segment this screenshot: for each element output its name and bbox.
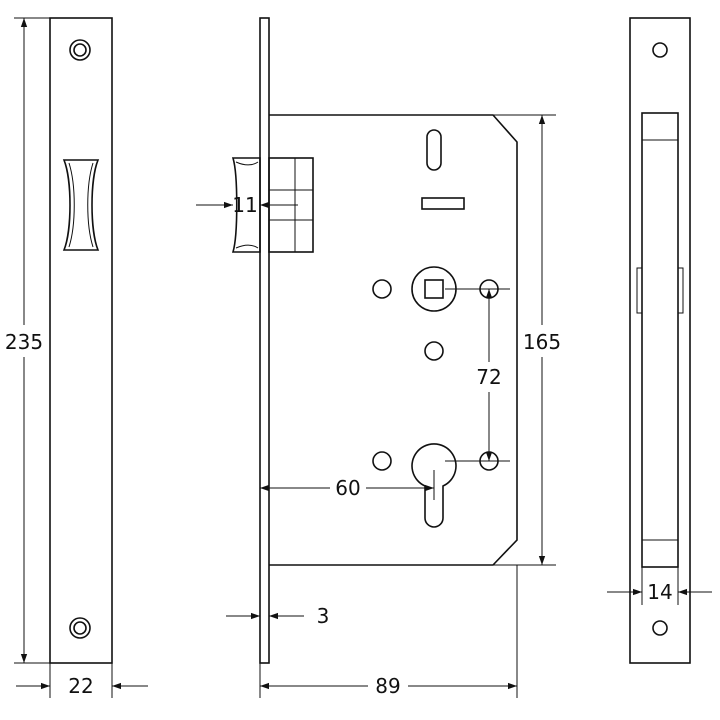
euro-cylinder-cutout [411,443,457,528]
dimension-faceplate-width: 22 [16,663,148,698]
hole-left-upper [372,279,392,299]
edge-case-body [636,112,684,568]
dimension-forend-thickness: 3 [226,604,329,628]
edge-plate-outline [629,17,691,664]
top-slot [426,129,442,171]
dimension-label-89: 89 [375,674,400,698]
hole-middle [424,341,444,361]
dimension-label-14: 14 [647,580,672,604]
faceplate-bottom-screw-hole [69,617,91,639]
dimension-faceplate-height: 235 [5,17,50,664]
dimension-label-72: 72 [476,365,501,389]
lock-body-side-view: 11 72 60 165 3 [196,17,561,698]
lock-edge-view: 14 [607,17,712,664]
dimension-label-11: 11 [232,193,257,217]
edge-bottom-screw-hole [652,620,668,636]
dimension-case-height: 165 [493,114,561,566]
dimension-case-depth: 89 [259,565,518,698]
hole-left-lower [372,451,392,471]
faceplate-outline [49,17,113,664]
dimension-label-22: 22 [68,674,93,698]
faceplate-front-view: 235 22 [5,17,148,698]
edge-top-screw-hole [652,42,668,58]
dimension-label-60: 60 [335,476,360,500]
forend-plate [259,17,270,664]
dimension-label-3: 3 [317,604,330,628]
dimension-centre-distance: 72 [476,289,502,461]
dimension-case-width: 14 [607,567,712,605]
latch-opening [62,159,100,251]
dimension-latch-projection: 11 [196,193,298,217]
horizontal-slot [421,197,465,210]
dimension-label-235: 235 [5,330,43,354]
lock-case-outline [269,114,518,566]
dimension-label-165: 165 [523,330,561,354]
faceplate-top-screw-hole [69,39,91,61]
dimension-backset: 60 [260,476,434,500]
